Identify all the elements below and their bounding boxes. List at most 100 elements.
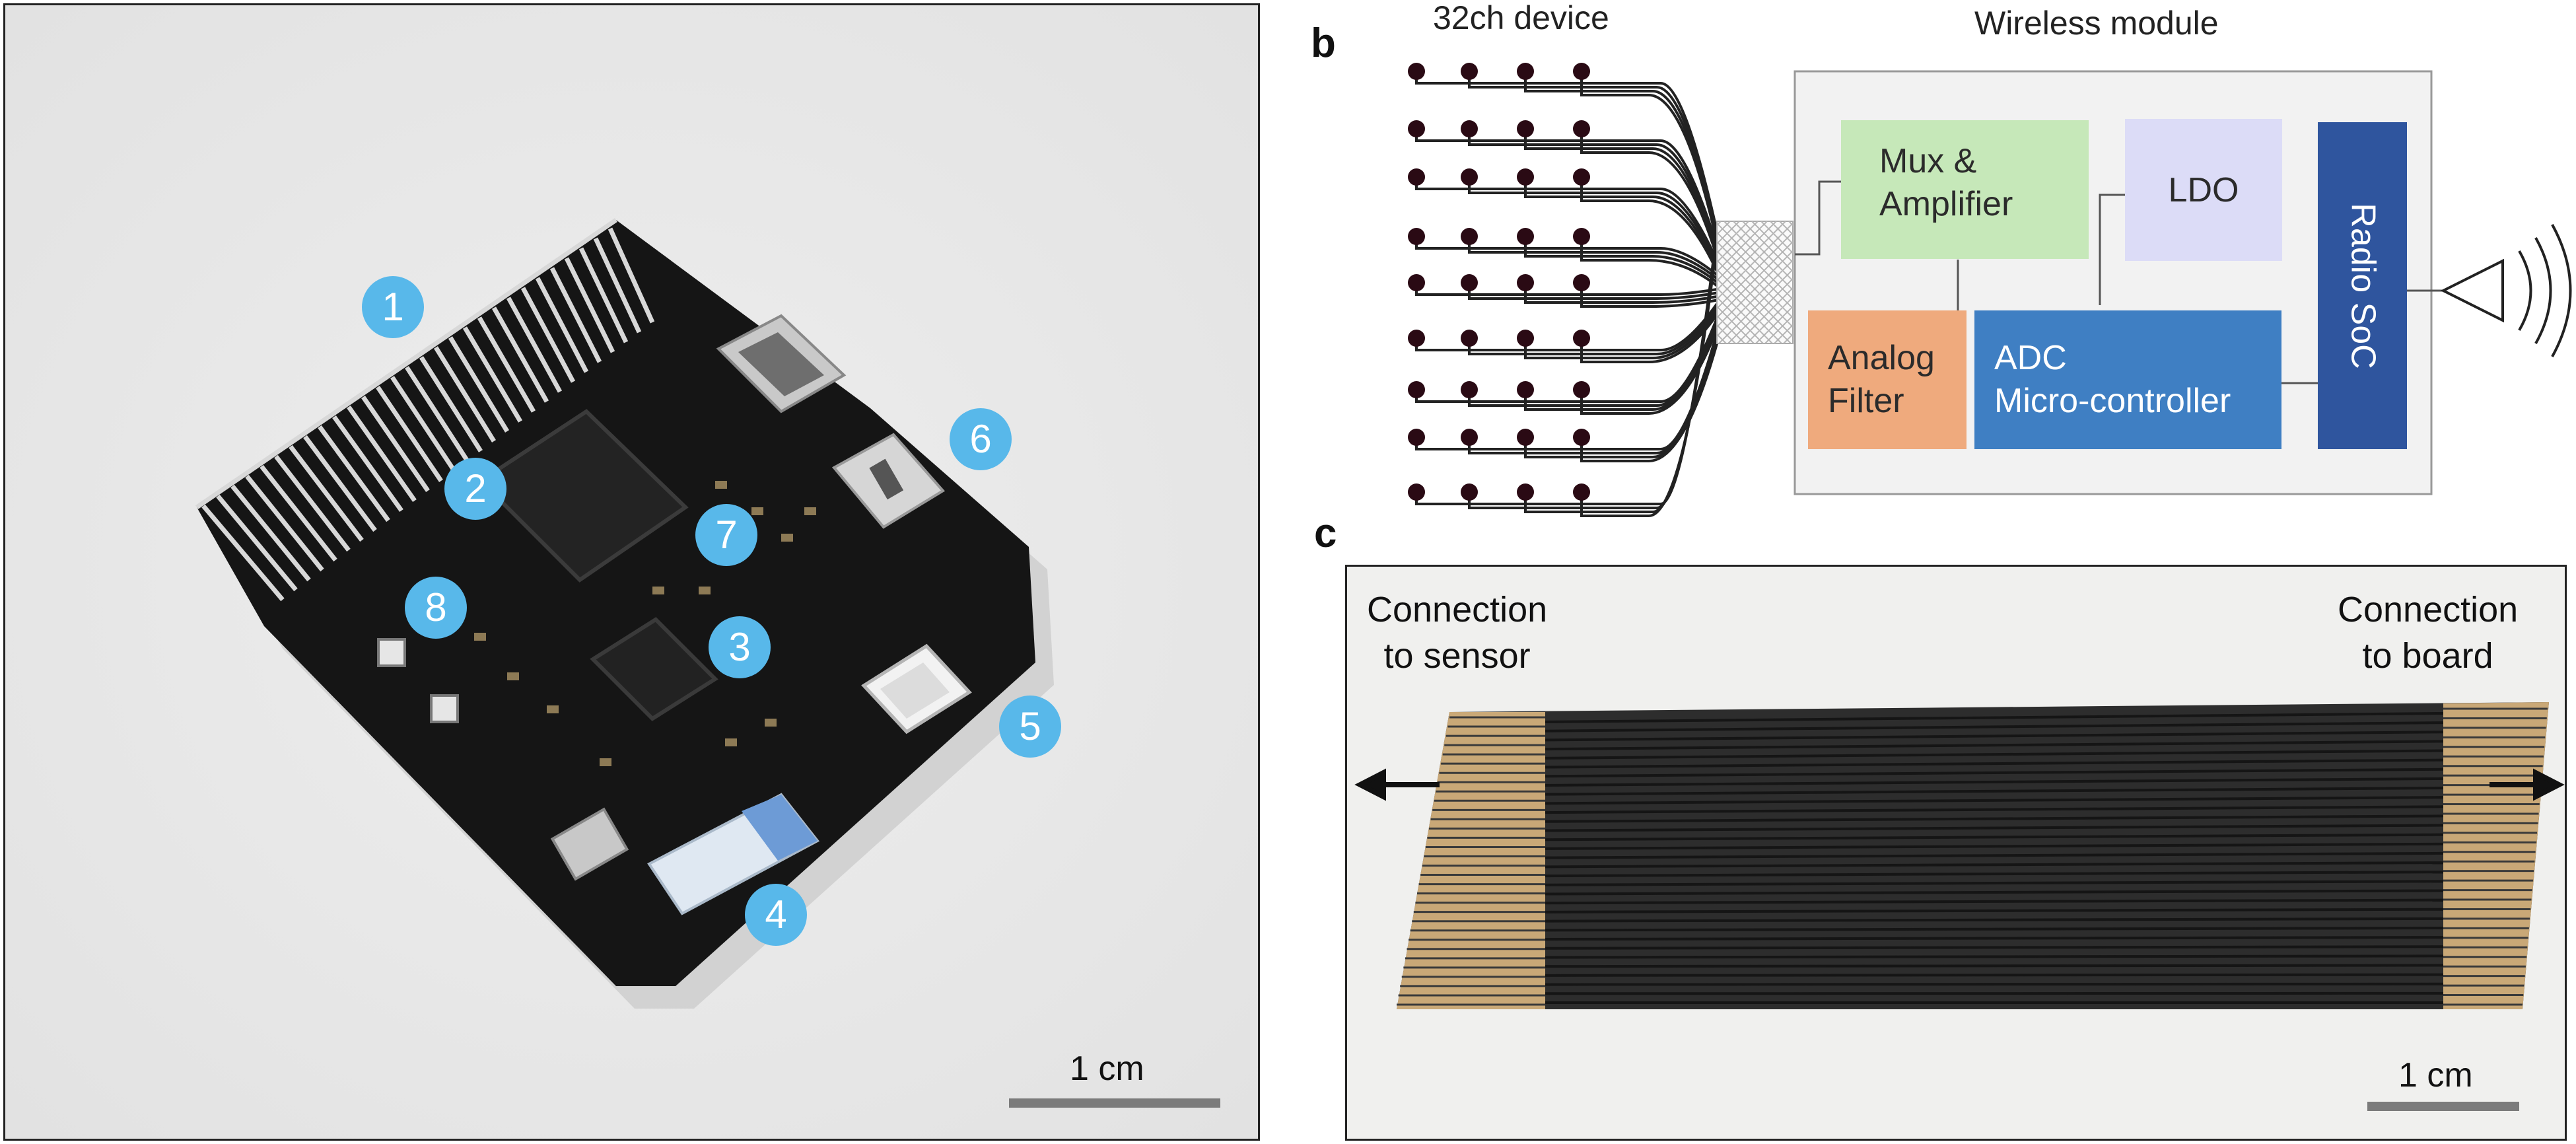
routing-trace	[1415, 231, 1718, 505]
routing-trace	[1580, 177, 1718, 272]
adc-line1: ADC	[1994, 339, 2067, 377]
mesh-line	[1717, 259, 1793, 338]
routing-trace	[1524, 325, 1718, 411]
mesh-line	[1717, 221, 1740, 245]
routing-trace	[1580, 328, 1718, 415]
mesh-line	[1717, 240, 1793, 319]
left-gold-contacts	[1397, 712, 1545, 1009]
usb-connector	[716, 314, 847, 413]
routing-trace	[1468, 71, 1718, 235]
cable-trace	[1545, 945, 2444, 950]
right-label-line2: to board	[2362, 636, 2493, 676]
mesh-line	[1717, 250, 1793, 328]
scale-bar-c	[2367, 1102, 2519, 1111]
electrode-dot	[1408, 381, 1425, 398]
test-pad	[377, 638, 406, 667]
mesh-line	[1717, 324, 1736, 343]
routing-trace	[1524, 129, 1718, 254]
antenna	[2440, 224, 2572, 357]
routing-trace	[1580, 129, 1718, 258]
electrode-dot	[1517, 120, 1534, 137]
cable-trace	[1545, 851, 2444, 859]
cable-trace	[1545, 833, 2444, 841]
ldo-block: LDO	[2125, 119, 2282, 261]
electrode-dot	[1573, 483, 1590, 501]
mesh-line	[1717, 231, 1793, 310]
mesh-line	[1717, 221, 1722, 227]
panel-b-letter: b	[1311, 20, 1336, 66]
electrode-dot	[1517, 330, 1534, 347]
routing-trace	[1580, 71, 1718, 242]
cable-trace	[1545, 926, 2444, 932]
routing-trace	[1524, 71, 1718, 239]
routing-trace	[1524, 283, 1718, 304]
mesh-line	[1717, 221, 1786, 291]
cable-trace	[1545, 731, 2444, 742]
callout-8: 8	[405, 577, 467, 639]
cable-trace	[1545, 787, 2444, 796]
electrode-dot	[1408, 63, 1425, 80]
routing-trace	[1468, 336, 1718, 454]
electrode-dot	[1408, 168, 1425, 186]
mesh-line	[1717, 333, 1727, 343]
routing-trace	[1468, 234, 1718, 509]
routing-trace	[1524, 177, 1718, 268]
panel-c-letter: c	[1314, 511, 1337, 556]
left-label-line2: to sensor	[1383, 636, 1531, 676]
routing-trace	[1580, 343, 1718, 462]
routing-trace	[1468, 306, 1718, 355]
right-label-line1: Connection	[2338, 590, 2519, 629]
adc-line2: Micro-controller	[1994, 382, 2231, 420]
electrode-dot	[1573, 228, 1590, 245]
test-pad	[430, 694, 459, 723]
mesh-line	[1717, 277, 1782, 343]
scale-label-a: 1 cm	[1070, 1050, 1144, 1088]
cable-trace	[1545, 824, 2444, 832]
cable-trace	[1545, 861, 2444, 869]
scale-bar-a	[1009, 1098, 1220, 1108]
electrode-dot	[1408, 228, 1425, 245]
radio-module	[647, 793, 820, 915]
cable-trace	[1545, 721, 2444, 733]
flex-cable-illustration	[1347, 567, 2565, 1139]
cable-trace	[1545, 954, 2444, 959]
electrode-dot	[1573, 429, 1590, 446]
cable-trace	[1545, 936, 2444, 941]
cable-trace	[1545, 740, 2444, 751]
scale-label-c: 1 cm	[2398, 1056, 2473, 1094]
pcb-photo: 1 2 3 4 5 6 7 8 1 cm	[3, 3, 1260, 1141]
electrode-grid	[1415, 71, 1718, 517]
right-connection-label: Connection to board	[2338, 587, 2518, 679]
mesh-line	[1717, 221, 1768, 273]
flex-mesh	[1716, 221, 1793, 344]
routing-trace	[1468, 236, 1718, 280]
routing-trace	[1580, 283, 1718, 308]
routing-trace	[1415, 303, 1718, 351]
flex-cable-photo: Connection to sensor Connection to board…	[1345, 565, 2567, 1141]
mesh-line	[1717, 221, 1777, 282]
electrode-dot	[1461, 120, 1478, 137]
mux-line2: Amplifier	[1879, 185, 2013, 223]
left-label-line1: Connection	[1367, 590, 1548, 629]
mux-amplifier-block: Mux & Amplifier	[1841, 120, 2089, 259]
power-switch	[831, 433, 946, 529]
callout-3: 3	[709, 616, 771, 678]
routing-trace	[1524, 340, 1718, 458]
callout-7: 7	[695, 504, 757, 566]
left-arrow-head	[1354, 768, 1386, 801]
electrode-dot	[1461, 228, 1478, 245]
cable-trace	[1545, 712, 2444, 723]
cable-trace	[1545, 898, 2444, 905]
electrode-dot	[1461, 168, 1478, 186]
main-chip	[477, 409, 689, 583]
electrode-dot	[1408, 429, 1425, 446]
callout-1: 1	[362, 276, 424, 338]
mux-line1: Mux &	[1879, 142, 1977, 180]
callout-2: 2	[444, 458, 506, 520]
cable-trace	[1545, 973, 2444, 977]
crystal	[550, 807, 629, 881]
electrode-dot	[1517, 429, 1534, 446]
module-title: Wireless module	[1974, 5, 2219, 42]
mesh-line	[1717, 221, 1758, 264]
device-title: 32ch device	[1433, 0, 1609, 36]
